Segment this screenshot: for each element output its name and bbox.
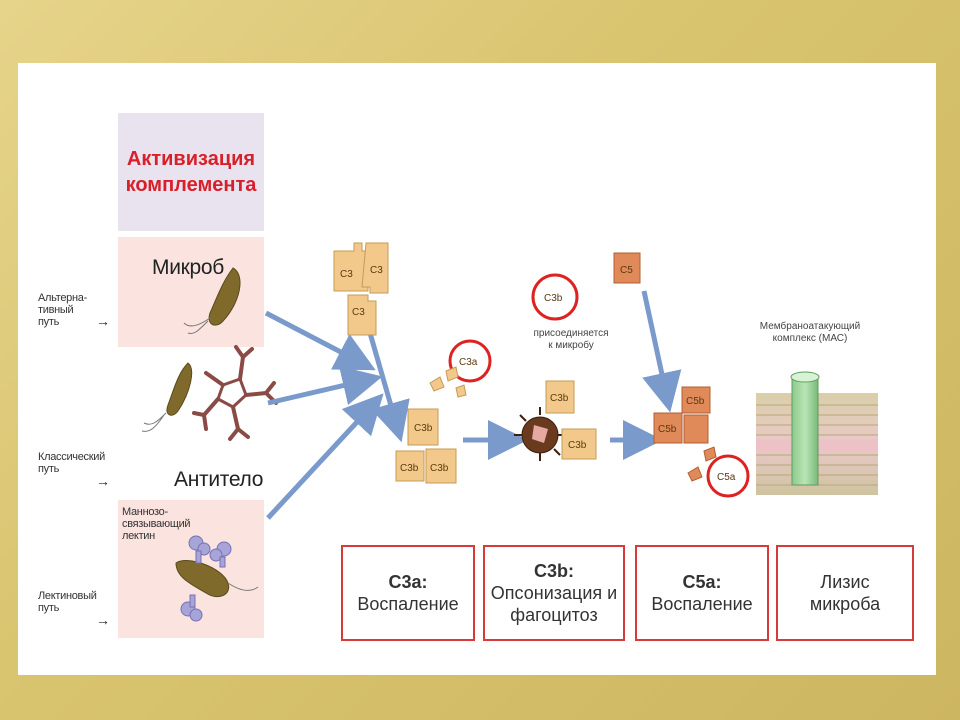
lectin-path-line1: Лектиновый [38,590,97,602]
result-c3b: C3b: Опсонизация и фагоцитоз [483,545,625,641]
c3b-circle [531,273,579,321]
c5b-cluster [653,386,711,444]
result-c3b-line2: фагоцитоз [510,605,598,625]
microbe-label: Микроб [152,256,224,279]
c3a-label: C3a [459,357,478,368]
alternative-pathway-label: Альтерна- тивный путь [38,292,87,328]
lectin-line2: связывающий [122,518,191,530]
lectin-line1: Маннозо- [122,506,168,518]
mac-complex-icon [756,371,878,495]
slide-panel: Активизация комплемента Альтерна- тивный… [18,63,936,675]
attach-line1: присоединяется [533,328,609,339]
alternative-arrow-icon: → [96,313,110,329]
c5-shape [613,252,641,284]
classical-pathway-label: Классический путь [38,451,105,475]
result-c5a-title: C5a: [682,572,722,592]
result-lysis-line1: Лизис [820,572,870,592]
mac-label: Мембраноатакующий комплекс (МАС) [750,321,870,345]
c3a-circle [448,339,492,383]
classical-line2: путь [38,463,60,475]
attach-line2: к микробу [548,340,594,351]
opsonized-microbe-icon [514,407,566,461]
c3-label-3: C3 [352,307,365,318]
pathway-arrows [264,290,682,520]
result-c3b-title: C3b: [534,561,574,581]
c5a-label: C5a [717,472,736,483]
microbe-panel [118,237,264,347]
diagram-graphics: C3 C3 C3 C3a C3b C3b C3b C3b [141,242,878,622]
c5b-label-2: C5b [658,424,677,435]
result-lysis: Лизис микроба [776,545,914,641]
result-lysis-line2: микроба [809,594,881,614]
antibody-label: Антитело [174,468,264,491]
title-line1: Активизация [126,148,256,170]
lectin-arrow-icon: → [96,612,110,628]
mac-line2: комплекс (МАС) [772,333,848,344]
c3a-fragments [429,366,467,398]
lectin-icon [175,535,259,622]
result-c5a: C5a: Воспаление [635,545,769,641]
c3b-label-3: C3b [430,463,449,474]
lectin-label: Маннозо- связывающий лектин [122,506,191,542]
result-c3a-title: C3a: [388,572,428,592]
lectin-line3: лектин [122,530,155,542]
c3b-attach-label: присоединяется к микробу [521,328,621,352]
classical-line1: Классический [38,451,105,463]
c3-label-2: C3 [370,265,383,276]
classical-arrow-icon: → [96,473,110,489]
result-c3b-line1: Опсонизация и [490,583,618,603]
c3-label-1: C3 [340,269,353,280]
c5b-label-1: C5b [686,396,705,407]
lectin-pathway-label: Лектиновый путь [38,590,97,614]
c5a-circle [706,454,750,498]
result-c3a-line1: Воспаление [357,594,459,614]
attached-c3b [545,380,597,460]
attached-c3b-label-2: C3b [568,440,587,451]
c3b-stack [395,408,457,484]
lectin-path-line2: путь [38,602,60,614]
c3b-label-2: C3b [400,463,419,474]
mac-line1: Мембраноатакующий [759,321,861,332]
alt-line2: тивный [38,304,74,316]
title-line2: комплемента [125,174,257,196]
c3-cluster [333,242,389,336]
title-box: Активизация комплемента [118,113,264,231]
microbe-icon [183,267,241,334]
c5-label: C5 [620,265,633,276]
result-c5a-line1: Воспаление [651,594,753,614]
c3b-circle-label: C3b [544,293,563,304]
result-c3a: C3a: Воспаление [341,545,475,641]
alt-line3: путь [38,316,60,328]
c3b-label-1: C3b [414,423,433,434]
c5a-fragments [687,446,717,482]
antibody-icon [141,345,278,441]
alt-line1: Альтерна- [38,292,87,304]
attached-c3b-label-1: C3b [550,393,569,404]
